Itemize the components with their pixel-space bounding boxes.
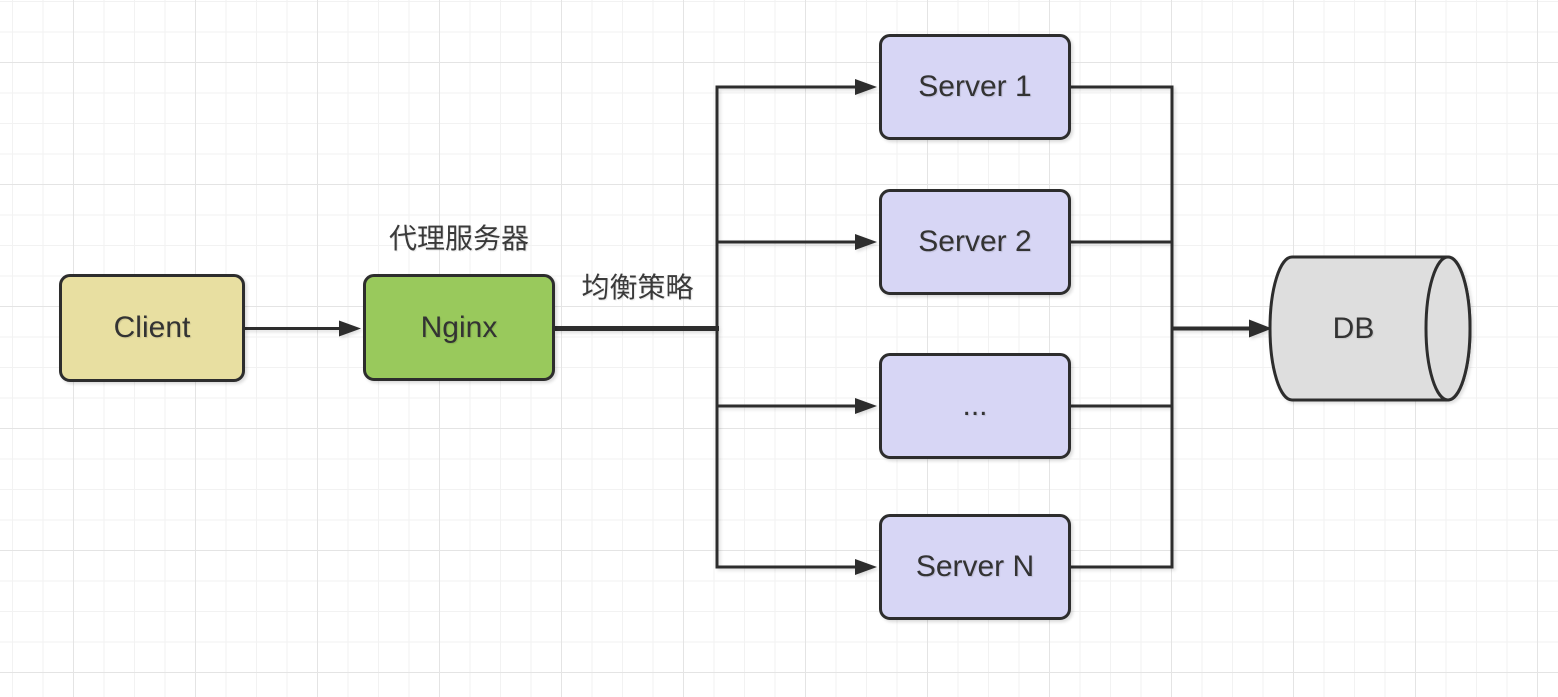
arrowhead-into-server4-icon: [855, 559, 877, 575]
server-node-ellipsis: ...: [879, 353, 1071, 459]
server-node-2-label: Server 2: [918, 225, 1032, 258]
server-node-1: Server 1: [879, 34, 1071, 140]
arrowhead-into-db-icon: [1249, 319, 1272, 338]
server-node-ellipsis-label: ...: [962, 389, 988, 422]
arrowhead-into-nginx-icon: [339, 320, 361, 337]
db-node-label: DB: [1332, 311, 1375, 345]
server-node-n-label: Server N: [915, 550, 1035, 583]
load-balance-strategy-annotation: 均衡策略: [581, 272, 694, 303]
arrowhead-into-server2-icon: [855, 234, 877, 250]
nginx-node: Nginx: [363, 274, 555, 381]
client-node: Client: [59, 274, 245, 382]
db-cylinder-cap: [1424, 255, 1472, 402]
server-node-1-label: Server 1: [918, 70, 1032, 103]
server-node-n: Server N: [879, 514, 1071, 620]
nginx-node-label: Nginx: [420, 310, 498, 344]
proxy-server-annotation: 代理服务器: [388, 223, 529, 254]
arrowhead-into-server3-icon: [855, 398, 877, 414]
server-node-2: Server 2: [879, 189, 1071, 295]
client-node-label: Client: [113, 311, 191, 344]
arrowhead-into-server1-icon: [855, 79, 877, 95]
